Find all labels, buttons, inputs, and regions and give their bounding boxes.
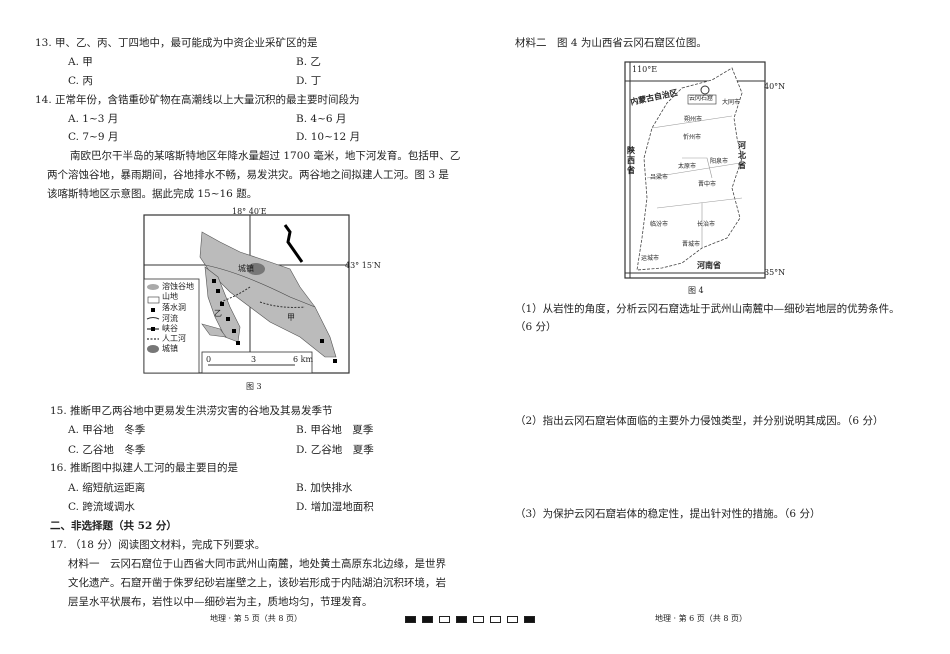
fig4-lat-35: 35°N	[764, 268, 786, 277]
q15-option-b: B. 甲谷地 夏季	[296, 424, 374, 436]
fig4-caption: 图 4	[688, 286, 704, 295]
q16-option-c: C. 跨流域调水	[68, 501, 135, 513]
city-jincheng: 晋城市	[682, 241, 701, 248]
q14-option-c: C. 7~9 月	[68, 131, 119, 143]
mark-filled	[422, 616, 433, 623]
material-2: 材料二 图 4 为山西省云冈石窟区位图。	[515, 37, 707, 49]
sub-question-1-score: （6 分）	[515, 321, 557, 333]
q16-option-b: B. 加快排水	[296, 482, 353, 494]
city-xinzhou: 忻州市	[683, 134, 702, 141]
q13-option-c: C. 丙	[68, 75, 93, 87]
legend-item: 落水洞	[162, 303, 186, 312]
mark-filled	[405, 616, 416, 623]
fig3-longitude-label: 18° 40′E	[232, 207, 267, 216]
fig4-lat-40: 40°N	[764, 82, 786, 91]
q15-stem: 15. 推断甲乙两谷地中更易发生洪涝灾害的谷地及其易发季节	[50, 405, 333, 417]
region-shaanxi: 陕西省	[627, 145, 635, 175]
q14-stem: 14. 正常年份，含锆重砂矿物在高潮线以上大量沉积的最主要时间段为	[35, 94, 360, 106]
fig3-jia-label: 甲	[287, 313, 295, 322]
material-1-line: 层呈水平状展布，岩性以中—细砂岩为主，质地均匀，节理发育。	[68, 596, 373, 608]
legend-item: 人工河	[162, 334, 186, 343]
q14-option-d: D. 10~12 月	[296, 131, 361, 143]
right-page-footer: 地理 · 第 6 页（共 8 页）	[655, 614, 747, 623]
left-page-footer: 地理 · 第 5 页（共 8 页）	[210, 614, 302, 623]
q13-stem: 13. 甲、乙、丙、丁四地中，最可能成为中资企业采矿区的是	[35, 37, 318, 49]
sub-question-3: （3）为保护云冈石窟岩体的稳定性，提出针对性的措施。（6 分）	[515, 508, 821, 520]
mark-empty	[490, 616, 501, 623]
legend-item: 河流	[162, 314, 178, 323]
mark-empty	[473, 616, 484, 623]
city-taiyuan: 太原市	[678, 163, 697, 170]
mark-empty	[507, 616, 518, 623]
fig3-latitude-label: 43° 15′N	[345, 261, 381, 270]
region-henan: 河南省	[697, 260, 721, 270]
city-linfen: 临汾市	[650, 221, 669, 228]
material-1-line: 材料一 云冈石窟位于山西省大同市武州山南麓，地处黄土高原东北边缘，是世界	[68, 558, 446, 570]
q15-option-a: A. 甲谷地 冬季	[68, 424, 146, 436]
legend-item: 溶蚀谷地	[162, 282, 194, 291]
city-jinzhong: 晋中市	[698, 181, 717, 188]
intro-line: 南欧巴尔干半岛的某喀斯特地区年降水量超过 1700 毫米，地下河发育。包括甲、乙	[70, 150, 461, 162]
material-1-line: 文化遗产。石窟开凿于侏罗纪砂岩崖壁之上，该砂岩形成于内陆湖泊沉积环境，岩	[68, 577, 446, 589]
mark-empty	[439, 616, 450, 623]
q16-option-d: D. 增加湿地面积	[296, 501, 374, 513]
site-yungang-grottoes: 云冈石窟	[689, 95, 714, 102]
q16-option-a: A. 缩短航运距离	[68, 482, 146, 494]
scale-0: 0	[206, 355, 212, 364]
q15-option-d: D. 乙谷地 夏季	[296, 444, 374, 456]
city-datong: 大同市	[722, 99, 741, 106]
scale-3: 3	[251, 355, 257, 364]
legend-item: 峡谷	[162, 324, 178, 333]
sub-question-2: （2）指出云冈石窟岩体面临的主要外力侵蚀类型，并分别说明其成因。（6 分）	[515, 415, 884, 427]
sub-question-1: （1）从岩性的角度，分析云冈石窟选址于武州山南麓中—细砂岩地层的优势条件。	[515, 303, 900, 315]
q13-option-d: D. 丁	[296, 75, 322, 87]
region-hebei: 河北省	[738, 140, 746, 170]
city-changzhi: 长治市	[697, 221, 716, 228]
fig4-longitude: 110°E	[632, 65, 658, 74]
city-lvliang: 吕梁市	[650, 174, 669, 181]
intro-line: 该喀斯特地区示意图。据此完成 15~16 题。	[47, 188, 258, 200]
q16-stem: 16. 推断图中拟建人工河的最主要目的是	[50, 462, 239, 474]
city-yuncheng: 运城市	[641, 255, 660, 262]
q14-option-a: A. 1~3 月	[68, 113, 119, 125]
city-shuozhou: 朔州市	[684, 116, 703, 123]
fig3-caption: 图 3	[246, 382, 262, 391]
legend-item: 山地	[162, 292, 178, 301]
legend-item: 城镇	[162, 344, 178, 353]
scale-6km: 6 km	[293, 355, 314, 364]
city-yangquan: 阳泉市	[710, 158, 729, 165]
intro-line: 两个溶蚀谷地，暴雨期间，谷地排水不畅，易发洪灾。两谷地之间拟建人工河。图 3 是	[47, 169, 449, 181]
q17-stem: 17. （18 分）阅读图文材料，完成下列要求。	[50, 539, 266, 551]
section-2-heading: 二、非选择题（共 52 分）	[50, 520, 177, 532]
fig3-town-label: 城镇	[238, 264, 254, 273]
q15-option-c: C. 乙谷地 冬季	[68, 444, 146, 456]
q13-option-b: B. 乙	[296, 56, 321, 68]
fig3-yi-label: 乙	[214, 309, 222, 318]
mark-filled	[524, 616, 535, 623]
q14-option-b: B. 4~6 月	[296, 113, 347, 125]
q13-option-a: A. 甲	[68, 56, 93, 68]
mark-filled	[456, 616, 467, 623]
